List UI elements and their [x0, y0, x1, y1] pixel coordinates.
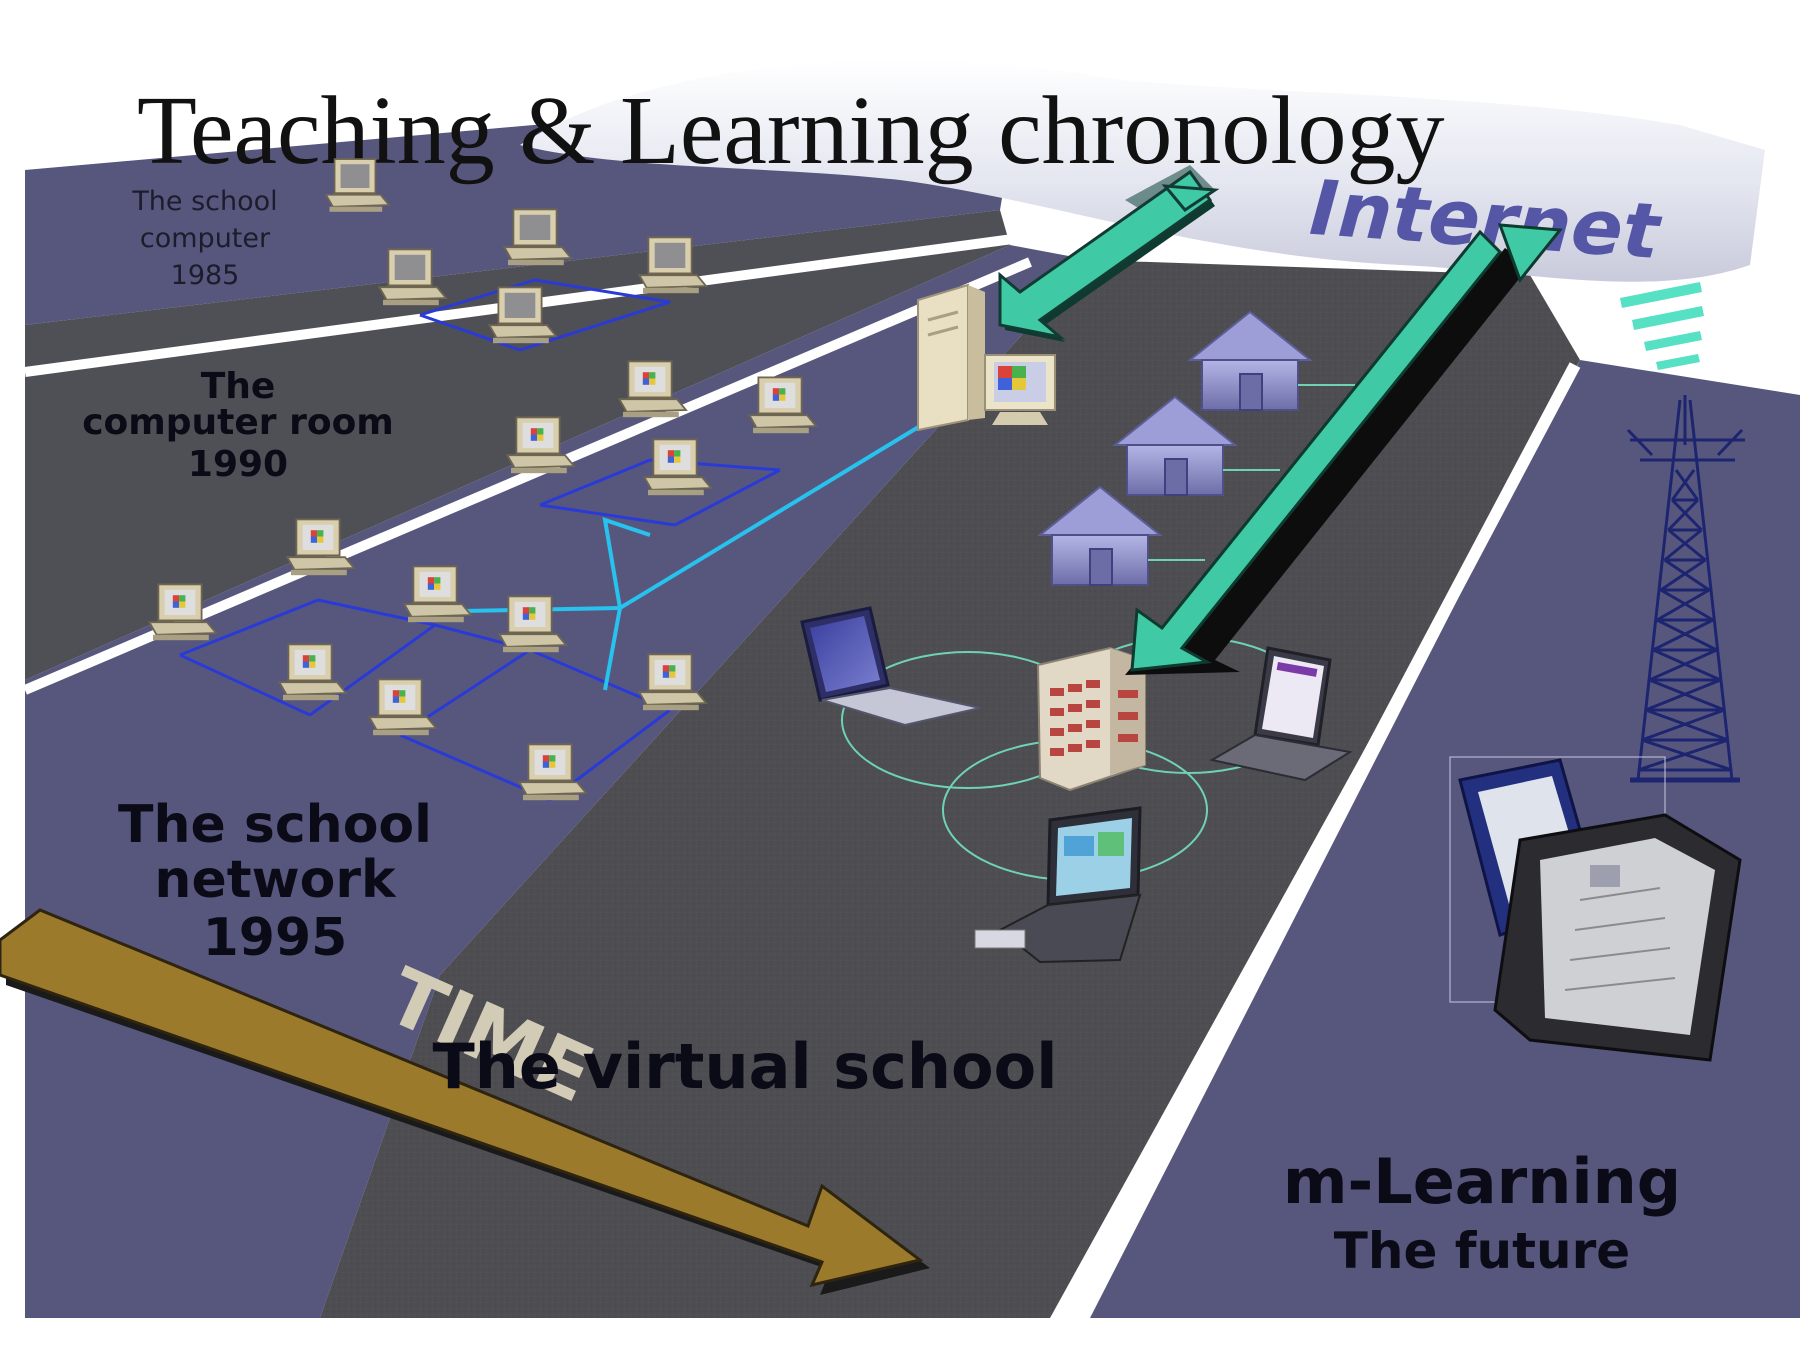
tablet-device-icon [1493, 813, 1742, 1062]
desktop-computer-icon [487, 286, 558, 344]
era-line: computer [140, 223, 271, 254]
era-line: The virtual school [433, 1030, 1058, 1103]
laptop-bottom-icon [974, 806, 1142, 964]
desktop-computer-icon [642, 438, 713, 496]
desktop-computer-icon [147, 583, 218, 641]
desktop-computer-icon [502, 208, 573, 266]
desktop-computer-icon [402, 565, 473, 623]
house-icon [1187, 310, 1355, 411]
era-label-school-network: The school network 1995 [118, 795, 432, 968]
era-line: The [201, 366, 276, 407]
era-line: m-Learning [1283, 1145, 1681, 1218]
era-line: computer room [82, 402, 394, 443]
era-label-school-computer: The school computer 1985 [131, 186, 277, 291]
desktop-computer-icon [277, 643, 348, 701]
rack-server-icon [1036, 646, 1146, 792]
era-line: 1995 [203, 908, 348, 968]
laptop-left-icon [800, 606, 981, 727]
internet-arrow-to-virtual-school[interactable] [1125, 223, 1563, 675]
desktop-computer-icon [377, 248, 448, 306]
desktop-computer-icon [747, 376, 818, 434]
desktop-computer-icon [637, 236, 708, 294]
era-label-m-learning: m-Learning The future [1283, 1145, 1681, 1280]
internet-arrow-to-school[interactable] [998, 165, 1220, 342]
house-icons [1037, 310, 1355, 586]
era-line: 1990 [188, 444, 288, 485]
desktop-computer-icon [285, 518, 356, 576]
desktop-computer-icon [637, 653, 708, 711]
desktop-computer-icon [324, 158, 391, 212]
era-line: The future [1334, 1222, 1630, 1280]
cell-tower-icon [1626, 395, 1745, 783]
school-server-icon [917, 283, 1056, 432]
desktop-computer-icon [517, 743, 588, 801]
laptop-right-icon [1209, 646, 1353, 782]
era-label-virtual-school: The virtual school [433, 1030, 1058, 1103]
era-line: network [154, 850, 397, 910]
desktop-computer-icon [497, 595, 568, 653]
era-line: 1985 [171, 260, 240, 291]
desktop-computer-icon [367, 678, 438, 736]
lane-m-learning [1090, 360, 1800, 1318]
house-icon [1037, 485, 1205, 586]
wireless-signal-icon [1620, 282, 1704, 370]
era-label-computer-room: The computer room 1990 [82, 366, 394, 485]
computer-group [147, 158, 818, 801]
house-icon [1112, 395, 1280, 496]
era-line: The school [131, 186, 277, 217]
era-line: The school [118, 795, 432, 855]
page-title: Teaching & Learning chronology [137, 77, 1445, 185]
desktop-computer-icon [617, 360, 688, 418]
desktop-computer-icon [505, 416, 576, 474]
